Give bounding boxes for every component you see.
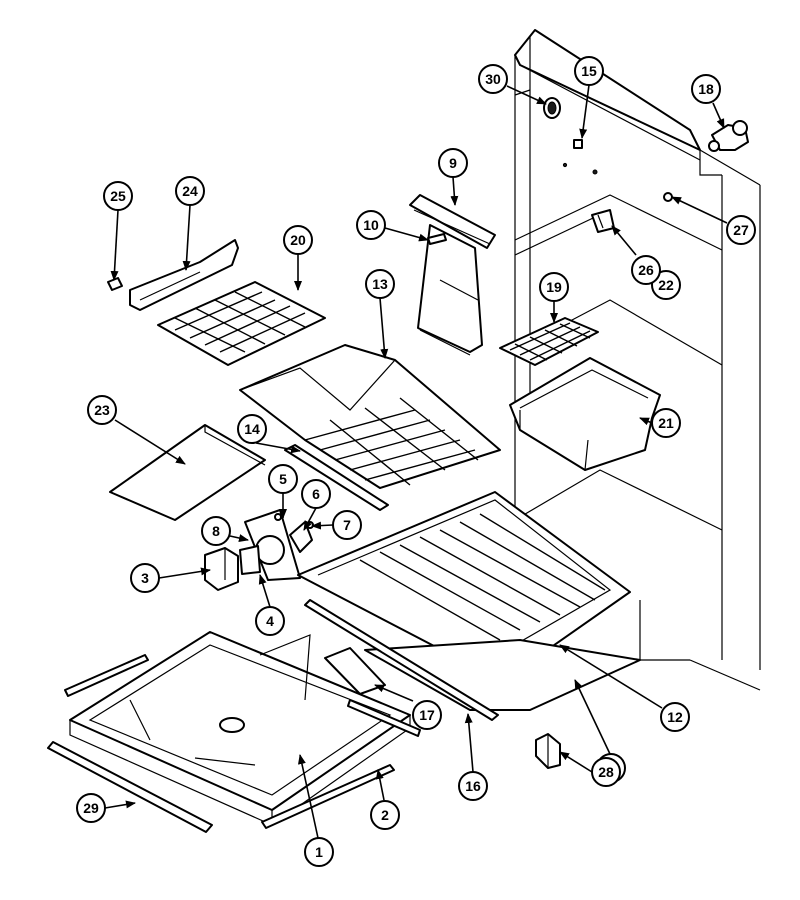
svg-text:20: 20 <box>290 232 306 248</box>
svg-text:16: 16 <box>465 778 481 794</box>
fresh-food-wire-shelf <box>239 344 501 489</box>
callout-5: 5 <box>268 464 298 494</box>
callout-30: 30 <box>478 64 508 94</box>
svg-text:1: 1 <box>315 844 323 860</box>
leader-lines <box>104 84 728 839</box>
svg-text:2: 2 <box>381 807 389 823</box>
svg-text:5: 5 <box>279 471 287 487</box>
svg-text:9: 9 <box>449 155 457 171</box>
svg-text:8: 8 <box>212 523 220 539</box>
water-valve-part <box>708 120 749 152</box>
callout-25: 25 <box>103 181 133 211</box>
callout-14: 14 <box>237 414 267 444</box>
svg-text:14: 14 <box>244 421 260 437</box>
callout-9: 9 <box>438 148 468 178</box>
svg-text:26: 26 <box>638 262 654 278</box>
callout-26: 26 <box>631 255 661 285</box>
callout-8: 8 <box>201 516 231 546</box>
svg-text:27: 27 <box>733 222 749 238</box>
svg-text:13: 13 <box>372 276 388 292</box>
ice-bin <box>509 357 661 471</box>
pan-front-rail <box>47 654 213 833</box>
callout-23: 23 <box>87 395 117 425</box>
callout-18: 18 <box>691 74 721 104</box>
svg-text:10: 10 <box>363 217 379 233</box>
svg-text:12: 12 <box>667 709 683 725</box>
callout-16: 16 <box>458 771 488 801</box>
svg-text:30: 30 <box>485 71 501 87</box>
crisper-rail <box>304 599 499 721</box>
svg-text:17: 17 <box>419 707 435 723</box>
left-screw <box>107 277 123 291</box>
duct-screw <box>427 233 447 245</box>
glass-shelf <box>109 424 266 521</box>
callout-17: 17 <box>412 700 442 730</box>
svg-text:28: 28 <box>598 764 614 780</box>
callout-27: 27 <box>726 215 756 245</box>
callout-2: 2 <box>370 800 400 830</box>
callout-19: 19 <box>539 272 569 302</box>
evaporator-fan-assembly <box>239 509 314 581</box>
svg-text:25: 25 <box>110 188 126 204</box>
svg-text:18: 18 <box>698 81 714 97</box>
callout-22: 22 <box>651 270 681 300</box>
air-duct <box>409 194 496 356</box>
svg-text:24: 24 <box>182 183 198 199</box>
svg-text:19: 19 <box>546 279 562 295</box>
svg-text:29: 29 <box>83 800 99 816</box>
callout-1: 1 <box>304 837 334 867</box>
callout-15: 15 <box>574 56 604 86</box>
callout-20: 20 <box>283 225 313 255</box>
crisper-glass <box>364 639 641 711</box>
callout-4: 4 <box>255 606 285 636</box>
svg-text:4: 4 <box>266 613 274 629</box>
callout-12: 12 <box>660 702 690 732</box>
cabinet-plug <box>663 192 673 202</box>
cabinet-screw <box>573 139 583 149</box>
foam-pad <box>324 647 386 695</box>
svg-text:7: 7 <box>343 517 351 533</box>
callout-7: 7 <box>332 510 362 540</box>
temperature-control-knob <box>543 97 561 119</box>
svg-text:6: 6 <box>312 486 320 502</box>
thermostat <box>204 547 239 591</box>
callout-6: 6 <box>301 479 331 509</box>
callout-28: 28 <box>591 757 621 787</box>
rail-clip <box>535 733 561 769</box>
svg-text:3: 3 <box>141 570 149 586</box>
callout-29: 29 <box>76 793 106 823</box>
pan-side-rail <box>261 699 421 829</box>
callout-21: 21 <box>651 408 681 438</box>
svg-text:15: 15 <box>581 63 597 79</box>
callout-3: 3 <box>130 563 160 593</box>
svg-text:23: 23 <box>94 402 110 418</box>
callout-13: 13 <box>365 269 395 299</box>
shelf-rear-bracket <box>129 239 239 311</box>
freezer-wire-shelf <box>157 281 326 366</box>
shelf-bracket <box>591 209 615 233</box>
ice-cube-tray <box>499 317 599 366</box>
callout-24: 24 <box>175 176 205 206</box>
svg-text:22: 22 <box>658 277 674 293</box>
callout-10: 10 <box>356 210 386 240</box>
svg-text:21: 21 <box>658 415 674 431</box>
